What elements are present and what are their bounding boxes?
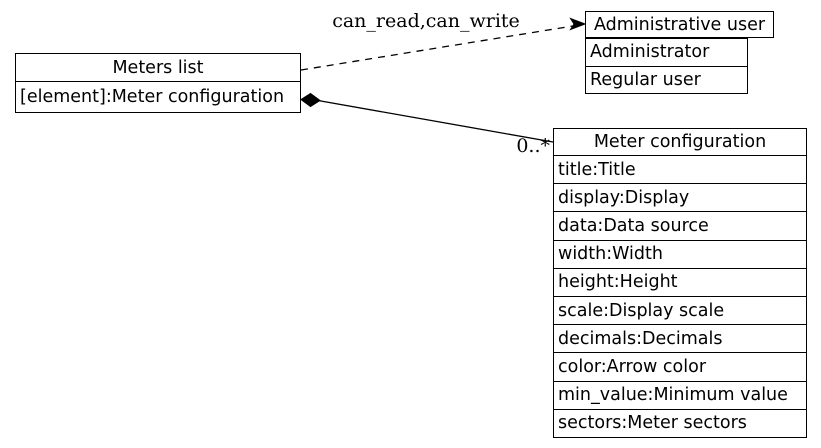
edge-label-permissions: can_read,can_write xyxy=(332,10,520,32)
admin-user-row: Regular user xyxy=(586,65,747,94)
meter-config-attribute-row: sectors:Meter sectors xyxy=(554,408,806,437)
admin-user-rows: Administrator Regular user xyxy=(585,38,748,94)
admin-user-row: Administrator xyxy=(590,42,710,63)
arrowhead-icon xyxy=(569,17,587,31)
meters-list-node: Meters list [element]:Meter configuratio… xyxy=(15,53,301,113)
edge-label-multiplicity: 0..* xyxy=(516,135,550,157)
meter-config-attribute-row: scale:Display scale xyxy=(554,296,806,324)
dependency-edge-line xyxy=(300,24,577,71)
admin-user-title: Administrative user xyxy=(585,11,774,38)
diamond-icon xyxy=(300,92,321,108)
meter-config-attribute-row: display:Display xyxy=(554,183,806,211)
meters-list-attribute-row: [element]:Meter configuration xyxy=(20,87,285,107)
meter-config-title: Meter configuration xyxy=(554,129,806,156)
meter-config-attribute-row: decimals:Decimals xyxy=(554,324,806,352)
meters-list-title: Meters list xyxy=(16,54,300,82)
meter-config-attribute-row: min_value:Minimum value xyxy=(554,380,806,409)
meter-config-node: Meter configuration title:Title display:… xyxy=(553,128,807,438)
meter-config-attribute-row: width:Width xyxy=(554,239,806,268)
meter-config-attribute-row: color:Arrow color xyxy=(554,352,806,380)
meter-config-attribute-row: title:Title xyxy=(558,159,636,180)
meter-config-attribute-row: data:Data source xyxy=(554,211,806,239)
meter-config-attribute-row: height:Height xyxy=(554,267,806,296)
